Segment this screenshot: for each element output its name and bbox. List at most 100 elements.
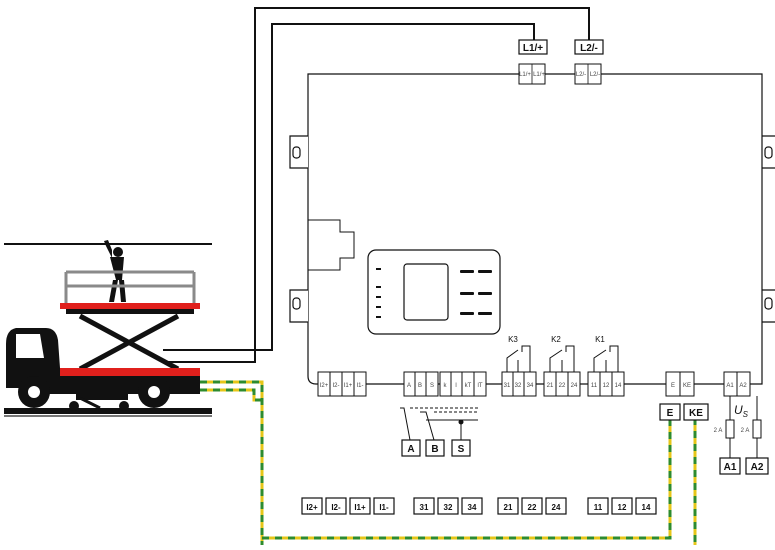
bottom-terminal-labels: I2+ I2- I1+ I1- A B S k l kT lT 31 32 34… bbox=[320, 383, 748, 389]
housing-notch bbox=[308, 219, 355, 271]
sensor-wiring bbox=[400, 407, 478, 441]
sensor-s-label: S bbox=[458, 444, 465, 455]
output-terminal: 14 bbox=[635, 497, 657, 515]
term-i1p: I1+ bbox=[344, 383, 353, 389]
device-housing bbox=[307, 73, 763, 385]
output-terminal: 22 bbox=[521, 497, 543, 515]
relay-k2: K2 bbox=[549, 335, 575, 372]
term-21: 21 bbox=[547, 383, 554, 389]
sensor-a-label: A bbox=[407, 444, 414, 455]
status-leds bbox=[376, 268, 381, 318]
term-k: k bbox=[444, 383, 448, 389]
output-terminal-label: 12 bbox=[618, 503, 627, 512]
term-a: A bbox=[407, 383, 411, 389]
us-subscript: S bbox=[743, 410, 749, 419]
us-symbol: U bbox=[734, 403, 743, 417]
output-terminal: 21 bbox=[497, 497, 519, 515]
output-terminal-label: I2+ bbox=[306, 503, 318, 512]
display-panel bbox=[367, 249, 501, 335]
l2-supply-box: L2/- bbox=[574, 39, 604, 55]
keypad-buttons bbox=[460, 270, 492, 315]
output-terminal-label: 11 bbox=[594, 503, 603, 512]
output-terminal-row: I2+ I2-I1+ I1- 31 32 34 21 22 24 11 12 14 bbox=[301, 497, 657, 515]
earth-e-label: E bbox=[667, 408, 674, 419]
earth-ke-label: KE bbox=[689, 408, 703, 419]
sensor-boxes: A B S bbox=[401, 439, 471, 457]
mounting-tabs bbox=[289, 135, 775, 323]
platform-red bbox=[60, 303, 200, 309]
output-terminal-label: 32 bbox=[444, 503, 453, 512]
header-term-1: L1/+ bbox=[519, 72, 531, 78]
display-screen bbox=[403, 263, 449, 321]
l2-label: L2/- bbox=[580, 43, 598, 54]
term-e: E bbox=[671, 383, 675, 389]
header-term-4: L2/- bbox=[590, 72, 600, 78]
output-terminal-label: 21 bbox=[504, 503, 513, 512]
term-11: 11 bbox=[591, 383, 598, 389]
ground-rail bbox=[4, 408, 212, 414]
platform-base bbox=[66, 309, 194, 314]
output-terminal-label: 31 bbox=[420, 503, 429, 512]
relay-symbols: K3 K2 K1 bbox=[506, 335, 619, 372]
bottom-terminal-strip bbox=[317, 371, 751, 397]
l1-label: L1/+ bbox=[523, 43, 543, 54]
term-32: 32 bbox=[515, 383, 522, 389]
header-term-3: L2/- bbox=[576, 72, 586, 78]
term-ke: KE bbox=[683, 383, 691, 389]
output-terminal-label: 24 bbox=[552, 503, 561, 512]
output-terminal: 24 bbox=[545, 497, 567, 515]
svg-text:US: US bbox=[734, 403, 749, 419]
fuses bbox=[725, 396, 762, 458]
term-i2p: I2+ bbox=[320, 383, 329, 389]
us-supply: US 2 A 2 A A1 A2 bbox=[714, 396, 769, 475]
relay-k3-label: K3 bbox=[508, 335, 518, 344]
truck-wheels bbox=[18, 376, 170, 408]
term-kt: kT bbox=[465, 383, 472, 389]
a1-label: A1 bbox=[724, 462, 737, 473]
fuse-rating-1: 2 A bbox=[714, 428, 723, 434]
output-terminal: 31 bbox=[413, 497, 435, 515]
output-terminal-label: 22 bbox=[528, 503, 537, 512]
header-term-2: L1/+ bbox=[533, 72, 545, 78]
term-lt: lT bbox=[478, 383, 483, 389]
term-i1m: I1- bbox=[356, 383, 363, 389]
relay-k2-label: K2 bbox=[551, 335, 561, 344]
wire-l2 bbox=[163, 7, 590, 363]
output-terminal: 32 bbox=[437, 497, 459, 515]
top-terminal-block: L1/+ L1/+ L2/- L2/- bbox=[518, 63, 602, 85]
output-terminal-label: 34 bbox=[468, 503, 477, 512]
term-22: 22 bbox=[559, 383, 566, 389]
output-terminal: I1+ bbox=[349, 497, 371, 515]
term-12: 12 bbox=[603, 383, 610, 389]
fuse-rating-2: 2 A bbox=[741, 428, 750, 434]
earth-boxes: E KE bbox=[659, 403, 709, 421]
output-terminal: 12 bbox=[611, 497, 633, 515]
relay-k1: K1 bbox=[593, 335, 619, 372]
wire-l1 bbox=[163, 23, 535, 351]
relay-k3: K3 bbox=[506, 335, 531, 372]
output-terminal: I1- bbox=[373, 497, 395, 515]
supply-wires bbox=[163, 7, 590, 363]
output-terminal-label: I1- bbox=[379, 503, 389, 512]
term-a2: A2 bbox=[739, 383, 747, 389]
truck-window bbox=[16, 334, 44, 358]
output-terminal: 34 bbox=[461, 497, 483, 515]
term-31: 31 bbox=[504, 383, 511, 389]
a2-label: A2 bbox=[751, 462, 764, 473]
earth-wires bbox=[200, 380, 697, 545]
output-terminal-label: 14 bbox=[642, 503, 651, 512]
truck-bed-red bbox=[60, 368, 200, 376]
rail-bogie bbox=[69, 394, 129, 411]
term-34: 34 bbox=[527, 383, 534, 389]
guard-rail bbox=[64, 270, 196, 304]
term-b: B bbox=[418, 383, 422, 389]
output-terminal: I2- bbox=[325, 497, 347, 515]
term-a1: A1 bbox=[726, 383, 734, 389]
output-terminal: I2+ bbox=[301, 497, 323, 515]
output-terminal: 11 bbox=[587, 497, 609, 515]
scissor-lift bbox=[78, 313, 180, 372]
term-s: S bbox=[430, 383, 434, 389]
relay-k1-label: K1 bbox=[595, 335, 605, 344]
